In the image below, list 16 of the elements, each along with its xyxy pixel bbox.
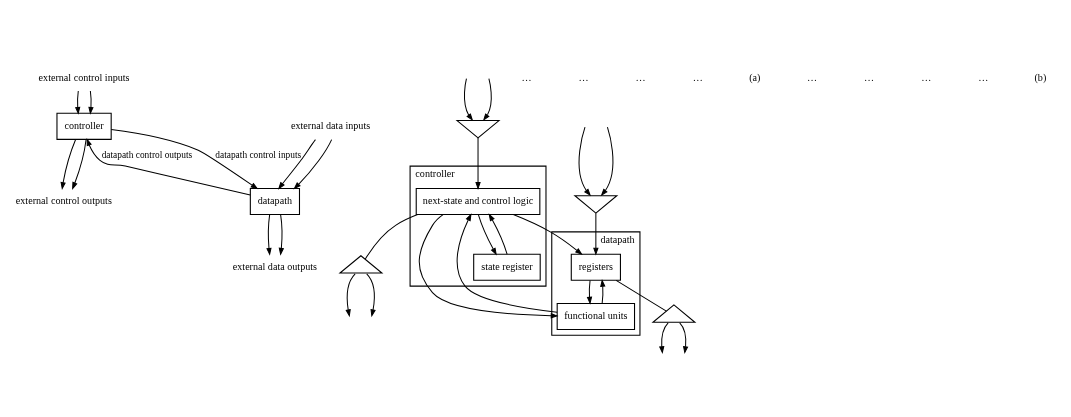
edge-label: datapath control inputs — [215, 149, 302, 160]
label: … — [978, 71, 989, 83]
label: … — [521, 71, 532, 83]
label: (b) — [1034, 71, 1047, 83]
label: … — [921, 71, 932, 83]
label: (a) — [749, 71, 761, 83]
node-text: external control outputs — [15, 194, 112, 206]
label: … — [692, 71, 703, 83]
node-text: external data inputs — [290, 119, 371, 131]
edge-label: datapath control outputs — [101, 149, 193, 160]
node-text: external data outputs — [232, 260, 318, 272]
label: … — [635, 71, 646, 83]
label: … — [864, 71, 875, 83]
label: … — [578, 71, 589, 83]
label: … — [806, 71, 818, 83]
node-text: external control inputs — [38, 71, 130, 83]
